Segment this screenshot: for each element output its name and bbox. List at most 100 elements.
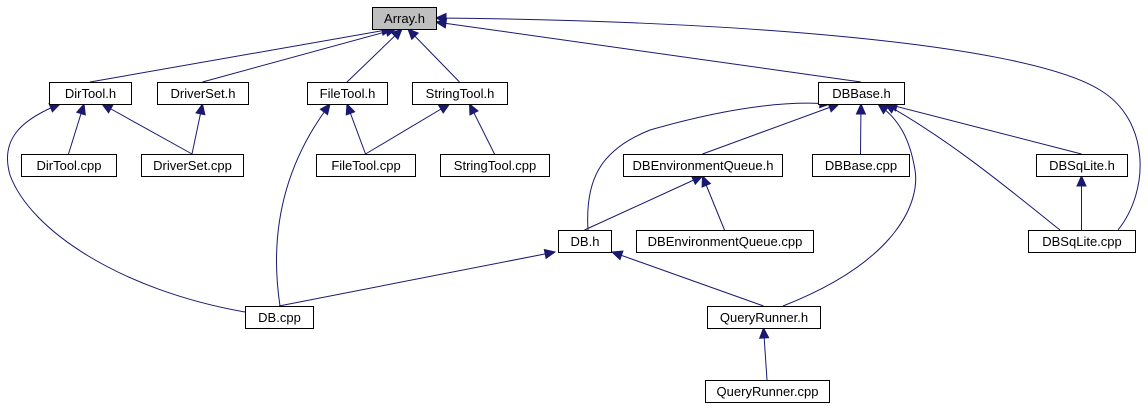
edge-line <box>611 251 764 307</box>
node-driverset-cpp[interactable]: DriverSet.cpp <box>141 154 244 177</box>
node-box <box>245 306 314 329</box>
edge-line <box>407 28 460 83</box>
node-box <box>636 230 814 253</box>
node-box <box>157 82 249 105</box>
node-box <box>1028 230 1136 253</box>
edge-arrowhead <box>195 102 206 116</box>
node-array-h[interactable]: Array.h <box>372 7 437 30</box>
node-box <box>141 154 244 177</box>
node-label: QueryRunner.h <box>720 310 808 325</box>
node-label: DBBase.cpp <box>825 158 897 173</box>
node-label: DBSqLite.cpp <box>1042 234 1122 249</box>
edge-db_cpp-to-db_h <box>278 248 557 307</box>
edge-stringtool_cpp-to-stringtool_h <box>468 102 495 155</box>
node-db-h[interactable]: DB.h <box>558 230 612 253</box>
node-dbbase-h[interactable]: DBBase.h <box>818 82 905 105</box>
edge-arrowhead <box>437 103 451 114</box>
edge-arrowhead <box>468 102 479 116</box>
edge-stringtool_h-to-array_h <box>407 28 460 83</box>
node-queryrunner-h[interactable]: QueryRunner.h <box>707 306 821 329</box>
edge-driverset_cpp-to-driverset_h <box>191 102 206 155</box>
node-label: DB.h <box>571 234 600 249</box>
edge-arrowhead <box>543 248 557 260</box>
node-box <box>316 154 416 177</box>
node-dirtool-cpp[interactable]: DirTool.cpp <box>21 154 117 177</box>
edge-dbsqlite_cpp-to-dbsqlite_h <box>1076 174 1087 230</box>
edge-arrowhead <box>319 103 331 116</box>
edge-line <box>886 103 1082 155</box>
node-box <box>558 230 612 253</box>
node-box <box>1036 154 1128 177</box>
edge-dbenvqueue_h-to-dbbase_h <box>702 102 841 155</box>
edge-dirtool_h-to-array_h <box>89 25 394 83</box>
edge-line <box>278 251 556 307</box>
node-db-cpp[interactable]: DB.cpp <box>245 306 314 329</box>
node-dbenvqueue-h[interactable]: DBEnvironmentQueue.h <box>623 154 783 177</box>
edge-db_cpp-to-filetool_h <box>276 103 331 307</box>
edge-queryrunner_h-to-dbbase_h <box>782 103 917 307</box>
node-label: DriverSet.cpp <box>153 158 232 173</box>
edge-line <box>365 103 450 155</box>
edge-filetool_cpp-to-filetool_h <box>345 102 366 155</box>
edge-arrowhead <box>690 175 704 186</box>
edge-line <box>782 103 917 307</box>
edge-line <box>6 103 246 313</box>
node-dbenvqueue-cpp[interactable]: DBEnvironmentQueue.cpp <box>636 230 814 253</box>
node-box <box>623 154 783 177</box>
node-box <box>21 154 117 177</box>
node-label: QueryRunner.cpp <box>717 384 819 399</box>
node-dbsqlite-h[interactable]: DBSqLite.h <box>1036 154 1128 177</box>
edge-arrowhead <box>610 250 624 261</box>
node-label: DB.cpp <box>258 310 301 325</box>
edge-filetool_cpp-to-stringtool_h <box>365 103 451 155</box>
edge-dbsqlite_cpp-to-array_h <box>434 12 1141 231</box>
node-box <box>707 306 821 329</box>
edge-arrowhead <box>855 102 867 115</box>
node-label: FileTool.cpp <box>331 158 400 173</box>
edge-queryrunner_h-to-db_h <box>610 250 764 307</box>
node-label: FileTool.h <box>320 86 376 101</box>
node-label: Array.h <box>384 11 425 26</box>
edge-arrowhead <box>345 102 356 116</box>
edge-line <box>202 28 397 83</box>
edge-dbsqlite_cpp-to-dbbase_h <box>883 103 1061 231</box>
edge-queryrunner_cpp-to-queryrunner_h <box>758 326 770 381</box>
edge-arrowhead <box>877 103 890 115</box>
node-driverset-h[interactable]: DriverSet.h <box>157 82 249 105</box>
edge-arrowhead <box>758 326 770 339</box>
edge-line <box>276 103 331 307</box>
node-box <box>812 154 910 177</box>
node-label: StringTool.cpp <box>454 158 536 173</box>
node-dbsqlite-cpp[interactable]: DBSqLite.cpp <box>1028 230 1136 253</box>
edge-arrowhead <box>390 28 403 41</box>
node-filetool-cpp[interactable]: FileTool.cpp <box>316 154 416 177</box>
node-label: DBSqLite.h <box>1049 158 1115 173</box>
edge-line <box>587 102 831 231</box>
edge-arrowhead <box>434 12 447 24</box>
edge-line <box>702 103 840 155</box>
node-label: DBEnvironmentQueue.h <box>633 158 774 173</box>
node-stringtool-cpp[interactable]: StringTool.cpp <box>440 154 550 177</box>
edge-filetool_h-to-array_h <box>346 28 403 83</box>
node-box <box>49 82 132 105</box>
node-queryrunner-cpp[interactable]: QueryRunner.cpp <box>705 380 830 403</box>
edge-dbsqlite_h-to-dbbase_h <box>885 101 1082 155</box>
node-box <box>705 380 830 403</box>
edge-driverset_cpp-to-dirtool_h <box>100 103 193 155</box>
node-dbbase-cpp[interactable]: DBBase.cpp <box>812 154 910 177</box>
edges-layer <box>6 12 1141 381</box>
edge-line <box>346 28 403 83</box>
edge-line <box>884 103 1061 231</box>
node-label: DirTool.h <box>65 86 116 101</box>
edge-arrowhead <box>407 28 420 41</box>
node-dirtool-h[interactable]: DirTool.h <box>49 82 132 105</box>
node-box <box>818 82 905 105</box>
node-filetool-h[interactable]: FileTool.h <box>307 82 388 105</box>
edge-arrowhead <box>701 174 712 188</box>
node-stringtool-h[interactable]: StringTool.h <box>412 82 508 105</box>
edge-line <box>435 17 1141 231</box>
node-label: DBEnvironmentQueue.cpp <box>648 234 803 249</box>
node-label: DBBase.h <box>832 86 891 101</box>
